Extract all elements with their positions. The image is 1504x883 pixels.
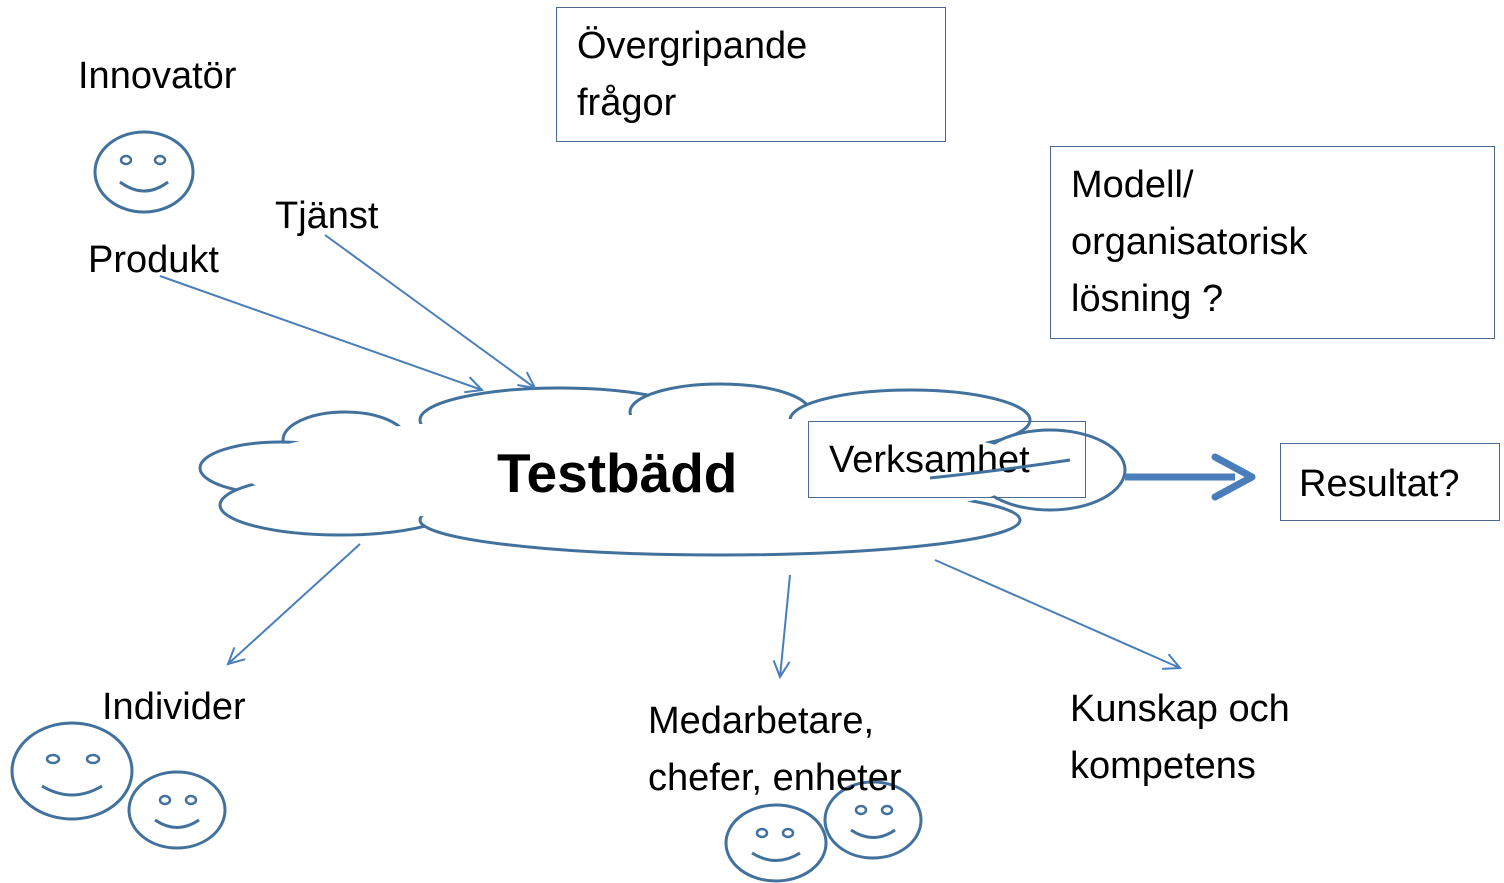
arrow-testbed-to-individuals bbox=[228, 543, 361, 664]
arrow-testbed-to-employees bbox=[780, 574, 791, 677]
box-overarching-line2: frågor bbox=[577, 82, 677, 124]
box-overarching-line1: Övergripande bbox=[577, 25, 808, 67]
smiley-icon bbox=[93, 130, 195, 214]
arrow-testbed-to-knowledge bbox=[934, 559, 1180, 668]
smiley-icon bbox=[10, 721, 134, 821]
arrow-service-to-testbed bbox=[324, 234, 535, 388]
arrow-to-result-head bbox=[1211, 453, 1256, 501]
label-innovator: Innovatör bbox=[78, 55, 237, 97]
label-knowledge-line2: kompetens bbox=[1070, 745, 1256, 787]
box-model-line2: organisatorisk bbox=[1071, 221, 1308, 263]
box-result-text: Resultat? bbox=[1299, 463, 1460, 505]
label-individuals: Individer bbox=[102, 686, 246, 728]
cloud-shape bbox=[198, 382, 1127, 557]
box-operations-text: Verksamhet bbox=[829, 439, 1030, 481]
label-employees-line1: Medarbetare, bbox=[648, 700, 875, 742]
box-overarching-questions: Övergripande frågor bbox=[556, 7, 946, 142]
cloud-title: Testbädd bbox=[497, 442, 738, 504]
box-model-line3: lösning ? bbox=[1071, 278, 1224, 320]
label-employees-line2: chefer, enheter bbox=[648, 757, 902, 799]
box-model-line1: Modell/ bbox=[1071, 164, 1194, 206]
box-operations: Verksamhet bbox=[808, 421, 1086, 498]
box-result: Resultat? bbox=[1280, 443, 1500, 521]
arrow-product-to-testbed bbox=[159, 275, 482, 390]
smiley-icon bbox=[127, 770, 227, 850]
smiley-icon bbox=[823, 780, 923, 860]
label-knowledge-line1: Kunskap och bbox=[1070, 688, 1290, 730]
label-service: Tjänst bbox=[275, 195, 379, 237]
label-product: Produkt bbox=[88, 239, 219, 281]
smiley-icon bbox=[724, 803, 828, 883]
box-model-solution: Modell/ organisatorisk lösning ? bbox=[1050, 146, 1495, 339]
